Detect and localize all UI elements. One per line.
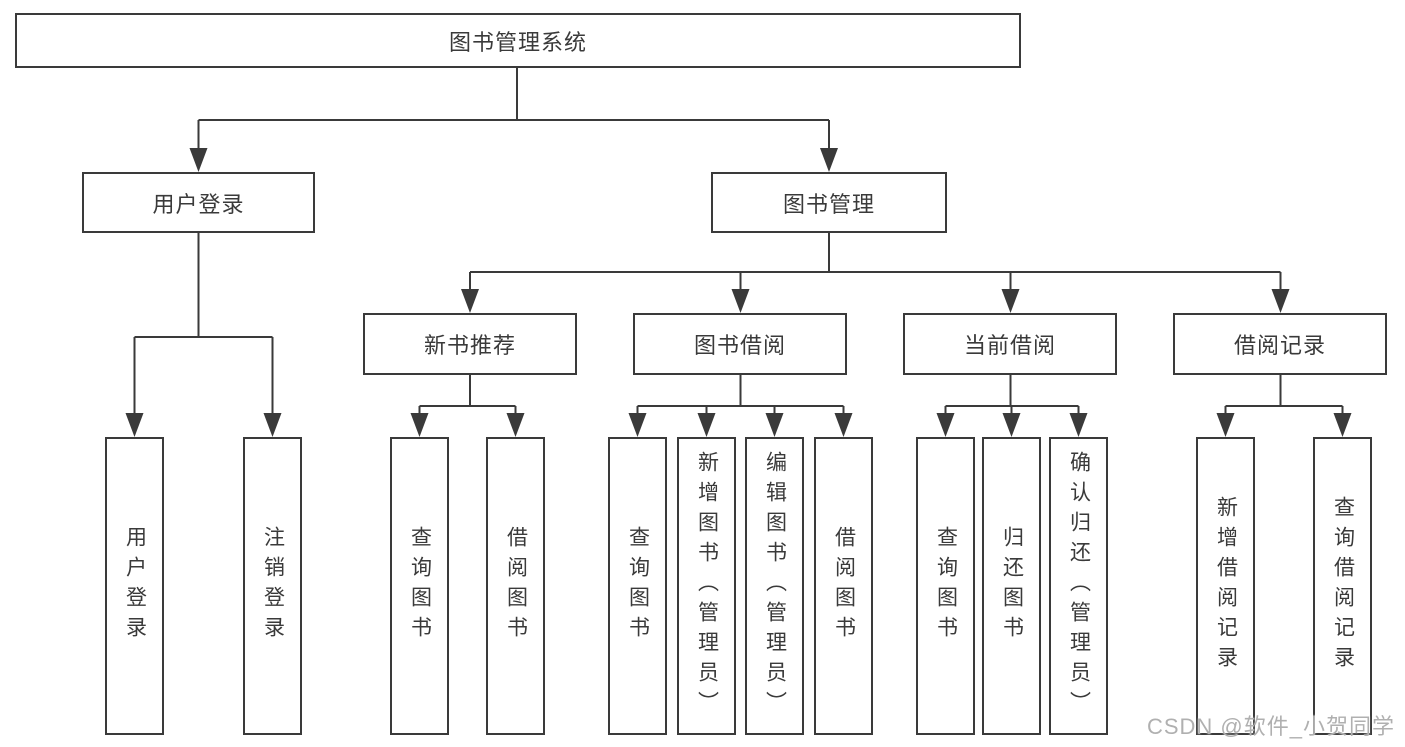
node-label: 借阅图书: [832, 526, 856, 646]
leaf-query-books-recommend: 查询图书: [390, 437, 449, 735]
leaf-borrow-books-recommend: 借阅图书: [486, 437, 545, 735]
leaf-logout-login: 注销登录: [243, 437, 302, 735]
leaf-return-books: 归还图书: [982, 437, 1041, 735]
node-label: 确认归还（管理员）: [1067, 451, 1091, 721]
leaf-confirm-return-admin: 确认归还（管理员）: [1049, 437, 1108, 735]
node-label: 查询图书: [934, 526, 958, 646]
node-label: 查询借阅记录: [1331, 496, 1355, 676]
node-label: 查询图书: [626, 526, 650, 646]
node-label: 归还图书: [1000, 526, 1024, 646]
node-label: 注销登录: [261, 526, 285, 646]
node-label: 新书推荐: [423, 333, 516, 358]
node-library-system: 图书管理系统: [15, 13, 1021, 68]
watermark-text: CSDN @软件_小贺同学: [1146, 714, 1395, 739]
node-book-borrowing: 图书借阅: [633, 313, 847, 375]
leaf-borrow-books-borrowing: 借阅图书: [814, 437, 873, 735]
leaf-user-login: 用户登录: [105, 437, 164, 735]
node-label: 借阅图书: [504, 526, 528, 646]
node-current-borrowing: 当前借阅: [903, 313, 1117, 375]
node-label: 图书管理: [782, 191, 875, 217]
node-label: 借阅记录: [1233, 333, 1326, 358]
node-label: 查询图书: [408, 526, 432, 646]
node-label: 图书管理系统: [448, 29, 587, 55]
leaf-add-borrow-record: 新增借阅记录: [1196, 437, 1255, 735]
node-label: 编辑图书（管理员）: [763, 451, 787, 721]
node-label: 用户登录: [152, 191, 245, 217]
leaf-edit-books-admin: 编辑图书（管理员）: [745, 437, 804, 735]
node-label: 当前借阅: [963, 333, 1056, 358]
node-label: 图书借阅: [693, 333, 786, 358]
leaf-query-books-borrowing: 查询图书: [608, 437, 667, 735]
node-book-management: 图书管理: [711, 172, 947, 233]
node-label: 新增借阅记录: [1214, 496, 1238, 676]
node-new-book-recommendation: 新书推荐: [363, 313, 577, 375]
leaf-add-books-admin: 新增图书（管理员）: [677, 437, 736, 735]
node-label: 用户登录: [123, 526, 147, 646]
leaf-query-borrow-record: 查询借阅记录: [1313, 437, 1372, 735]
leaf-query-books-current: 查询图书: [916, 437, 975, 735]
node-user-login: 用户登录: [82, 172, 315, 233]
node-borrowing-records: 借阅记录: [1173, 313, 1387, 375]
node-label: 新增图书（管理员）: [695, 451, 719, 721]
